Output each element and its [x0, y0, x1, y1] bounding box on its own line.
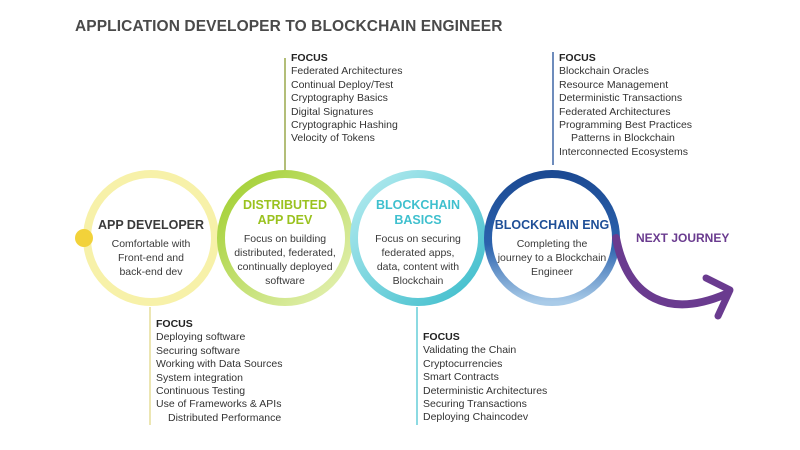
list-item: Patterns in Blockchain	[571, 132, 675, 145]
list-item: Securing Transactions	[423, 398, 527, 411]
list-item: Deterministic Architectures	[423, 384, 548, 397]
list-item: Securing software	[156, 344, 241, 357]
list-item: Blockchain Oracles	[559, 65, 649, 78]
page-title: APPLICATION DEVELOPER TO BLOCKCHAIN ENGI…	[75, 18, 503, 35]
stage-title: BLOCKCHAIN ENG	[494, 218, 610, 232]
ring-distributed-app-dev	[217, 170, 353, 306]
stage-description: Focus on securing federated apps, data, …	[375, 233, 461, 287]
stage-description: Completing the journey to a Blockchain E…	[497, 238, 607, 278]
focus-list: Blockchain Oracles Resource Management D…	[559, 65, 692, 159]
list-item: Deploying software	[156, 331, 246, 344]
focus-eng: FOCUS Blockchain Oracles Resource Manage…	[559, 52, 692, 159]
list-item: Working with Data Sources	[156, 358, 283, 371]
stage-blockchain-basics: BLOCKCHAIN BASICS Focus on securing fede…	[362, 198, 474, 288]
arrow-head-icon	[702, 274, 734, 320]
list-item: Continuous Testing	[156, 385, 246, 398]
focus-heading: FOCUS	[291, 52, 328, 64]
start-dot	[75, 229, 93, 247]
stage-description: Focus on building distributed, federated…	[234, 233, 336, 287]
list-item: Smart Contracts	[423, 371, 499, 384]
list-item: Distributed Performance	[168, 411, 282, 424]
list-item: Validating the Chain	[423, 344, 517, 357]
ring-blockchain-basics	[350, 170, 486, 306]
list-item: Federated Architectures	[291, 65, 403, 78]
list-item: Deploying Chaincodev	[423, 411, 529, 424]
list-item: Cryptocurrencies	[423, 357, 503, 370]
focus-list: Validating the Chain Cryptocurrencies Sm…	[423, 344, 547, 424]
stage-description: Comfortable with Front-end and back-end …	[111, 238, 191, 278]
list-item: Velocity of Tokens	[291, 132, 375, 145]
list-item: Federated Architectures	[559, 105, 671, 118]
next-journey-label: NEXT JOURNEY	[636, 231, 730, 245]
focus-heading: FOCUS	[559, 52, 596, 64]
focus-basics: FOCUS Validating the Chain Cryptocurrenc…	[423, 331, 547, 425]
stage-distributed-app-dev: DISTRIBUTED APP DEV Focus on building di…	[228, 198, 342, 288]
list-item: Continual Deploy/Test	[291, 78, 394, 91]
next-journey-arrow	[612, 234, 730, 309]
list-item: System integration	[156, 371, 243, 384]
stage-title: DISTRIBUTED APP DEV	[242, 198, 328, 227]
list-item: Cryptographic Hashing	[291, 119, 398, 132]
focus-list: Deploying software Securing software Wor…	[156, 331, 282, 425]
stage-title: APP DEVELOPER	[97, 218, 205, 232]
stage-app-developer: APP DEVELOPER Comfortable with Front-end…	[96, 218, 206, 279]
list-item: Interconnected Ecosystems	[559, 145, 688, 158]
focus-distributed: FOCUS Federated Architectures Continual …	[291, 52, 402, 146]
focus-app-developer: FOCUS Deploying software Securing softwa…	[156, 318, 282, 425]
stage-title: BLOCKCHAIN BASICS	[375, 198, 461, 227]
focus-heading: FOCUS	[156, 318, 193, 330]
list-item: Resource Management	[559, 78, 669, 91]
list-item: Programming Best Practices	[559, 119, 693, 132]
list-item: Cryptography Basics	[291, 92, 388, 105]
focus-heading: FOCUS	[423, 331, 460, 343]
focus-list: Federated Architectures Continual Deploy…	[291, 65, 402, 145]
list-item: Digital Signatures	[291, 105, 374, 118]
list-item: Deterministic Transactions	[559, 92, 683, 105]
stage-blockchain-eng: BLOCKCHAIN ENG Completing the journey to…	[490, 218, 614, 279]
list-item: Use of Frameworks & APIs	[156, 398, 282, 411]
